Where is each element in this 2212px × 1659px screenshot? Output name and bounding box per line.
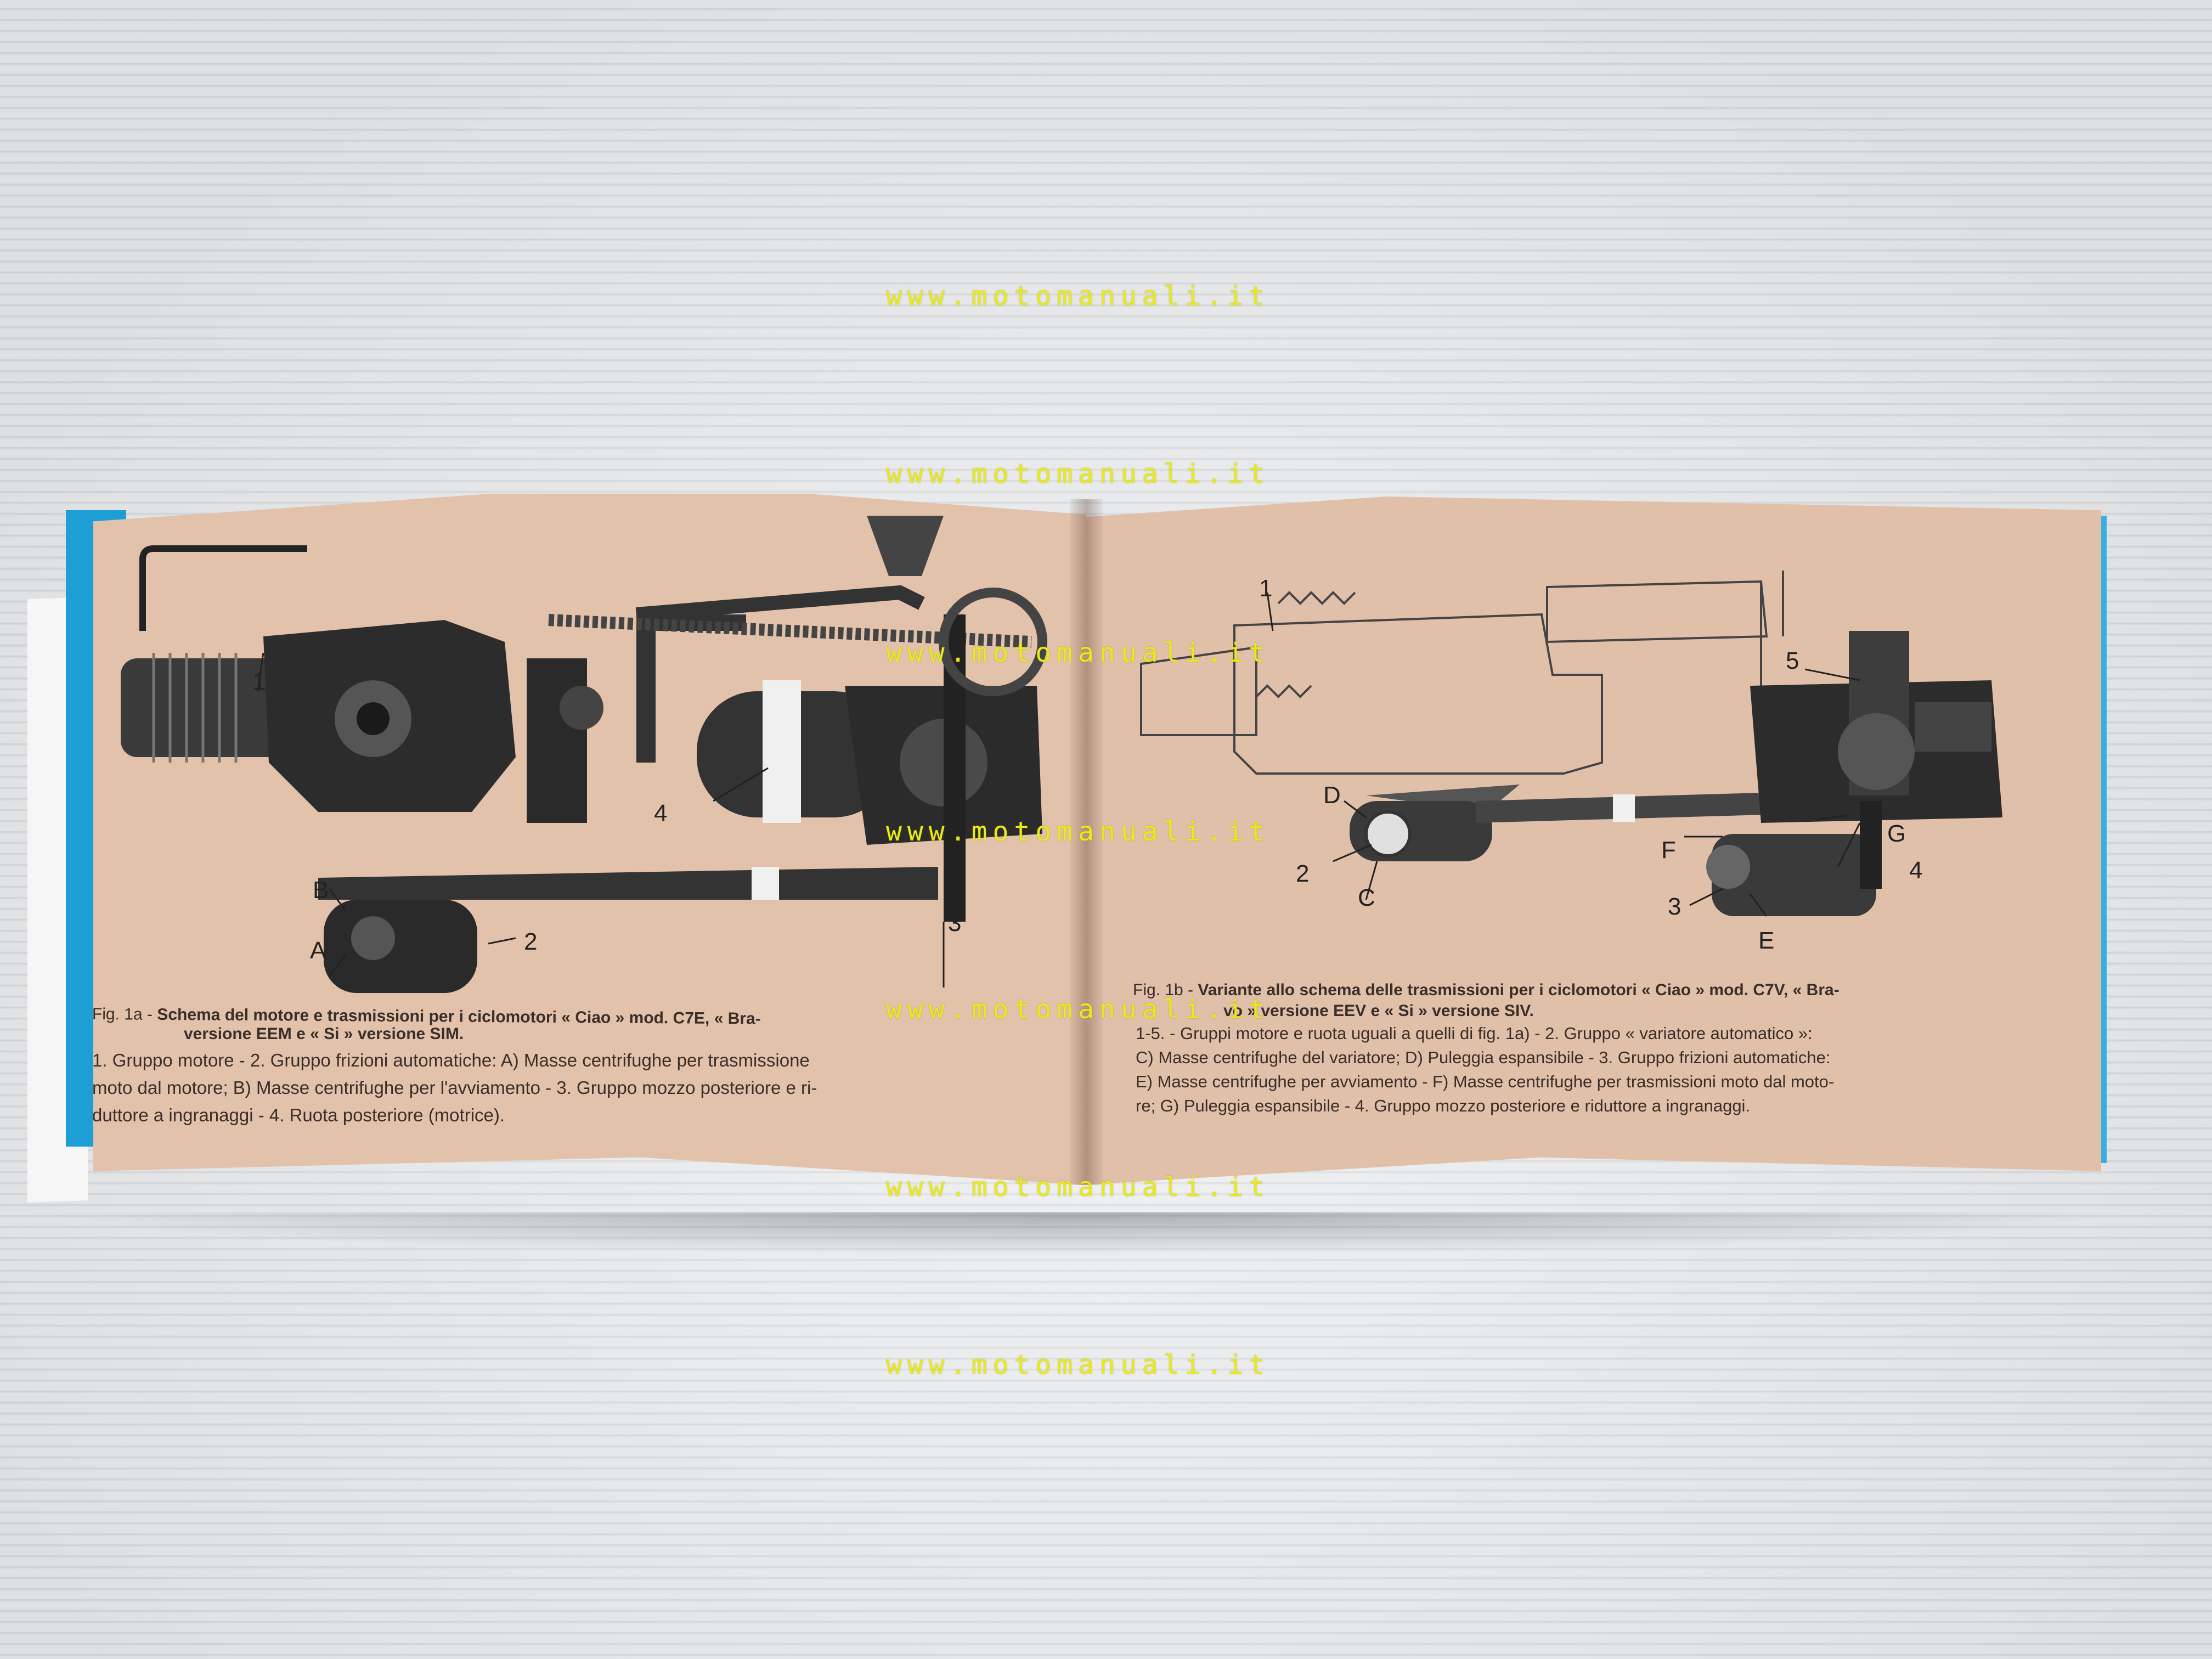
right-transmission-diagram <box>1140 571 2002 917</box>
right-label-1: 1 <box>1259 575 1273 602</box>
right-label-g: G <box>1887 820 1906 847</box>
right-legend-line4: re; G) Puleggia espansibile - 4. Gruppo … <box>1136 1096 1751 1115</box>
right-label-e: E <box>1758 927 1775 954</box>
right-label-5: 5 <box>1786 647 1799 674</box>
right-legend-line3: E) Masse centrifughe per avviamento - F)… <box>1136 1072 1835 1091</box>
left-legend-line2: moto dal motore; B) Masse centrifughe pe… <box>92 1077 817 1098</box>
left-label-2: 2 <box>524 928 538 955</box>
right-fig-caption-line1: Fig. 1b - Variante allo schema delle tra… <box>1133 981 1839 1000</box>
left-label-a: A <box>310 937 326 964</box>
left-legend-line3: duttore a ingranaggi - 4. Ruota posterio… <box>92 1105 505 1125</box>
right-fig-title-2: vo » versione EEV e « Si » versione SIV. <box>1223 1002 1534 1020</box>
right-label-c: C <box>1358 884 1375 911</box>
watermark-2: www.motomanuali.it <box>886 459 1271 489</box>
left-fig-caption-line2: versione EEM e « Si » versione SIM. <box>184 1025 464 1043</box>
right-page <box>1081 496 2101 1185</box>
right-label-4: 4 <box>1909 857 1923 884</box>
watermark-3: www.motomanuali.it <box>886 637 1271 668</box>
right-label-3: 3 <box>1668 893 1681 920</box>
left-label-4: 4 <box>654 800 668 827</box>
book-gutter <box>1070 499 1103 1185</box>
left-label-b: B <box>313 877 329 904</box>
right-legend-line1: 1-5. - Gruppi motore e ruota uguali a qu… <box>1136 1024 1813 1043</box>
left-engine-diagram <box>121 516 1047 993</box>
watermark-4: www.motomanuali.it <box>886 816 1271 847</box>
right-fig-title-1: Variante allo schema delle trasmissioni … <box>1198 981 1839 999</box>
watermark-1: www.motomanuali.it <box>886 281 1271 312</box>
right-fig-label: Fig. 1b - <box>1133 981 1198 999</box>
right-label-2: 2 <box>1296 860 1310 887</box>
watermark-5: www.motomanuali.it <box>886 994 1271 1025</box>
right-legend-line2: C) Masse centrifughe del variatore; D) P… <box>1136 1048 1831 1067</box>
left-fig-label: Fig. 1a - <box>92 1005 157 1024</box>
left-fig-title-2: versione EEM e « Si » versione SIM. <box>184 1025 464 1043</box>
left-label-3: 3 <box>948 910 962 936</box>
left-label-1: 1 <box>252 668 266 695</box>
left-legend-line1: 1. Gruppo motore - 2. Gruppo frizioni au… <box>92 1050 810 1070</box>
booklet-shadow <box>33 1212 2118 1256</box>
watermark-6: www.motomanuali.it <box>886 1172 1271 1203</box>
right-label-f: F <box>1661 837 1676 864</box>
right-label-d: D <box>1323 782 1341 809</box>
watermark-7: www.motomanuali.it <box>886 1350 1271 1380</box>
right-fig-caption-line2: vo » versione EEV e « Si » versione SIV. <box>1223 1002 1534 1020</box>
